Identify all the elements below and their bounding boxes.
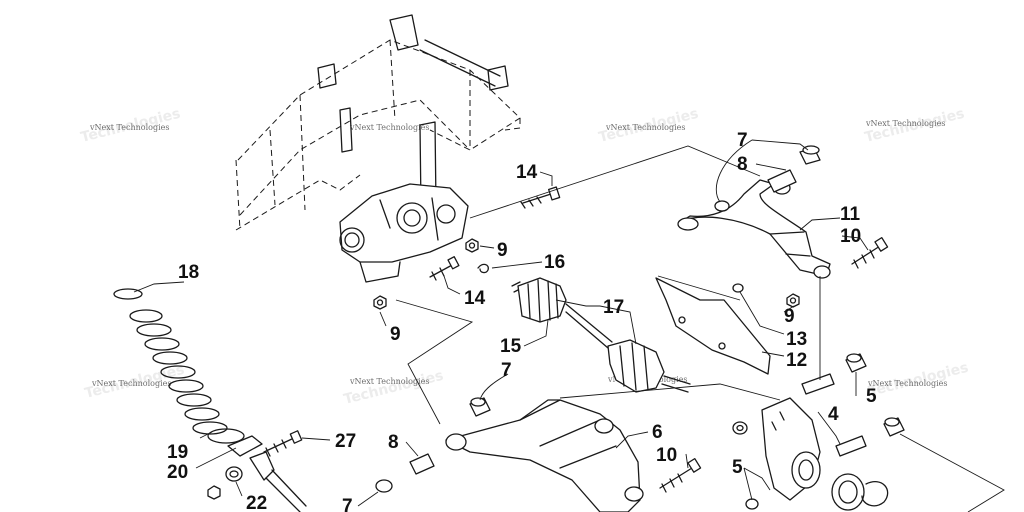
bolt-14-upper	[520, 186, 561, 209]
callout-4: 4	[828, 404, 839, 425]
callout-9: 9	[784, 306, 795, 327]
callout-10: 10	[840, 226, 861, 247]
callout-14: 14	[516, 162, 538, 183]
nut-9-right	[786, 293, 800, 308]
bushing-7-upper	[799, 145, 821, 165]
callout-6: 6	[652, 422, 663, 443]
nut-9-lower	[373, 295, 387, 310]
callout-20: 20	[167, 462, 188, 483]
drive-axle	[511, 277, 691, 393]
callout-13: 13	[786, 329, 807, 350]
callout-9: 9	[497, 240, 508, 261]
arm-guard-12	[655, 277, 771, 375]
spring-seat-20	[227, 435, 263, 457]
knuckle-hub	[761, 397, 821, 501]
callout-labels: 7 8 14 11 10 9 16 18 14 17 9 9 13 15 12 …	[167, 130, 877, 512]
callout-7: 7	[501, 360, 512, 381]
callout-10: 10	[656, 445, 677, 466]
callout-5: 5	[866, 386, 877, 407]
callout-19: 19	[167, 442, 188, 463]
callout-8: 8	[388, 432, 399, 453]
shock-mount	[249, 451, 307, 512]
bolt-10-upper	[851, 236, 889, 269]
snap-ring	[861, 481, 889, 507]
bushing-22	[225, 466, 243, 482]
watermark-text: vNext Technologies	[867, 379, 947, 388]
coil-spring-19	[113, 288, 245, 444]
frame-outline	[235, 14, 521, 231]
bearing-hub	[831, 473, 865, 511]
washer-upper	[714, 200, 730, 212]
bushing-5-lower	[745, 498, 759, 510]
callout-14: 14	[464, 288, 486, 309]
watermark-text: vNext Technologies	[91, 379, 171, 388]
nut-lower-left	[207, 485, 221, 500]
cotter-pin-16	[477, 263, 489, 274]
callout-7: 7	[737, 130, 748, 151]
callout-12: 12	[786, 350, 807, 371]
callout-18: 18	[178, 262, 199, 283]
callout-16: 16	[544, 252, 565, 273]
watermark-text: vNext Technologies	[865, 119, 945, 128]
sleeve-8-upper	[767, 169, 797, 193]
nut-9-upper	[465, 238, 479, 253]
leader-lines	[133, 139, 869, 507]
bushing-13	[732, 283, 744, 293]
bushing-5-right	[845, 353, 905, 437]
callout-5: 5	[732, 457, 743, 478]
watermark-text: vNext Technologies	[605, 123, 685, 132]
callout-11: 11	[840, 204, 861, 225]
rear-gearcase	[339, 183, 469, 283]
sleeve-8-lower	[409, 453, 435, 475]
washer-lower	[375, 479, 393, 493]
callout-7: 7	[342, 496, 353, 512]
watermark-text: vNext Technologies	[89, 123, 169, 132]
pivot-pin-4	[801, 373, 867, 457]
bolt-14-lower	[429, 256, 460, 281]
bushing-7-middle	[469, 397, 491, 417]
callout-27: 27	[335, 431, 356, 452]
watermark-group: Technologies Technologies Technologies T…	[79, 106, 970, 408]
bolt-10-lower	[659, 457, 702, 493]
lower-a-arm-6	[445, 399, 644, 512]
reference-lines	[395, 145, 1005, 512]
callout-9: 9	[390, 324, 401, 345]
watermark-text: vNext Technologies	[349, 123, 429, 132]
upper-a-arm-11	[677, 179, 831, 279]
callout-15: 15	[500, 336, 522, 357]
callout-17: 17	[603, 297, 624, 318]
watermark-text: vNext Technologies	[349, 377, 429, 386]
bolt-27	[263, 430, 303, 457]
svg-text:Technologies: Technologies	[342, 368, 445, 408]
callout-22: 22	[246, 493, 267, 512]
bushing-5-upper	[732, 421, 748, 435]
callout-8: 8	[737, 154, 748, 175]
